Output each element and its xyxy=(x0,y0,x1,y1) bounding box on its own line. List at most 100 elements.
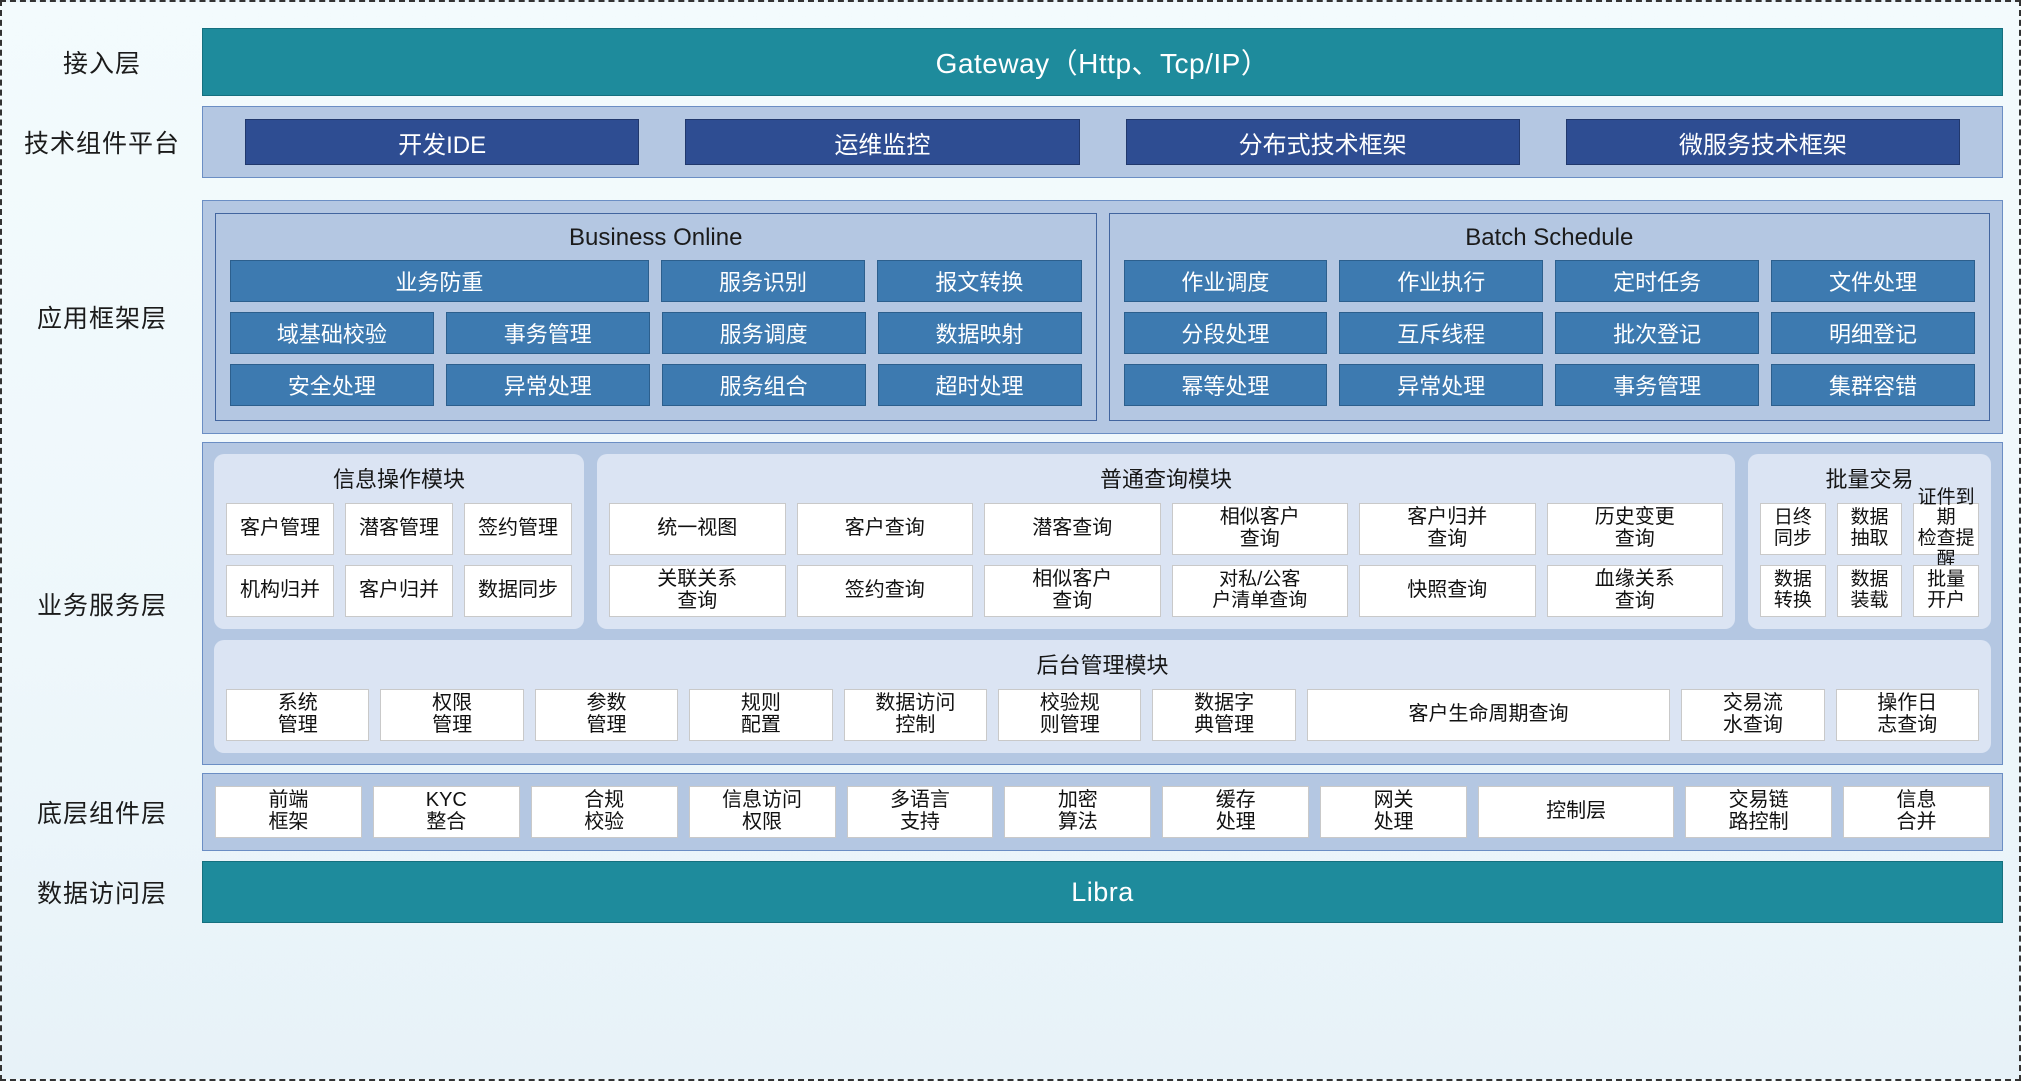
back-cell-data-access[interactable]: 数据访问控制 xyxy=(843,689,988,741)
bs-cell-fileproc[interactable]: 文件处理 xyxy=(1771,260,1975,302)
tech-box-ide[interactable]: 开发IDE xyxy=(245,119,640,165)
bo-cell-domaincheck[interactable]: 域基础校验 xyxy=(230,312,434,354)
bo-cell-svccompose[interactable]: 服务组合 xyxy=(661,364,866,406)
batch-cell-cert-expiry[interactable]: 证件到期检查提醒 xyxy=(1913,487,1980,569)
bo-cell-security[interactable]: 安全处理 xyxy=(230,364,434,406)
info-cell-cust-merge[interactable]: 客户归并 xyxy=(345,565,453,617)
bs-cell-mutex[interactable]: 互斥线程 xyxy=(1339,312,1544,354)
layer-app-framework: 应用框架层 Business Online 业务防重 服务识别 报文转换 域基础… xyxy=(2,200,2019,434)
bs-cell-jobsched[interactable]: 作业调度 xyxy=(1123,260,1328,302)
bo-cell-msgconv[interactable]: 报文转换 xyxy=(877,260,1082,302)
info-cell-cust-mgmt[interactable]: 客户管理 xyxy=(226,503,334,555)
tech-box-microsvc[interactable]: 微服务技术框架 xyxy=(1565,119,1960,165)
service-modules-row: 信息操作模块 客户管理 潜客管理 签约管理 机构归并 客户归并 数据同步 xyxy=(214,454,1991,629)
module-common-query: 普通查询模块 统一视图 客户查询 潜客查询 相似客户查询 客户归并查询 历史变更… xyxy=(597,454,1735,629)
bo-cell-timeout[interactable]: 超时处理 xyxy=(877,364,1082,406)
back-cell-rule-config[interactable]: 规则配置 xyxy=(689,689,833,741)
back-cell-txn-flow[interactable]: 交易流水查询 xyxy=(1681,689,1825,741)
layer-label-component: 底层组件层 xyxy=(36,800,167,828)
bo-cell-svcid[interactable]: 服务识别 xyxy=(660,260,866,302)
back-cell-system-mgmt[interactable]: 系统管理 xyxy=(226,689,370,741)
query-cell-cust-query[interactable]: 客户查询 xyxy=(796,503,973,555)
back-cell-lifecycle[interactable]: 客户生命周期查询 xyxy=(1306,689,1671,741)
bs-cell-segproc[interactable]: 分段处理 xyxy=(1123,312,1328,354)
business-service-band: 信息操作模块 客户管理 潜客管理 签约管理 机构归并 客户归并 数据同步 xyxy=(202,442,2003,765)
group-title-business-online: Business Online xyxy=(569,224,743,251)
layer-label-appframe: 应用框架层 xyxy=(36,305,167,333)
query-cell-similar-cust-2[interactable]: 相似客户查询 xyxy=(984,565,1161,617)
bo-row-1: 业务防重 服务识别 报文转换 xyxy=(230,260,1082,302)
back-cell-oplog[interactable]: 操作日志查询 xyxy=(1835,689,1979,741)
comp-cell-txn-chain[interactable]: 交易链路控制 xyxy=(1685,786,1833,838)
layer-access: 接入层 Gateway（Http、Tcp/IP） xyxy=(2,28,2019,96)
info-cell-contract-mgmt[interactable]: 签约管理 xyxy=(464,503,572,555)
comp-cell-info-perm[interactable]: 信息访问权限 xyxy=(688,786,836,838)
comp-cell-crypto[interactable]: 加密算法 xyxy=(1004,786,1152,838)
query-cell-relation[interactable]: 关联关系查询 xyxy=(609,565,786,617)
bs-cell-detailreg[interactable]: 明细登记 xyxy=(1771,312,1975,354)
module-batch-transaction: 批量交易 日终同步 数据抽取 证件到期检查提醒 数据转换 数据装载 批量开户 xyxy=(1748,454,1991,629)
back-cell-validation[interactable]: 校验规则管理 xyxy=(998,689,1142,741)
batch-cell-data-load[interactable]: 数据装载 xyxy=(1836,565,1903,617)
query-cell-retail-corp-list[interactable]: 对私/公客户清单查询 xyxy=(1171,565,1348,617)
app-framework-band: Business Online 业务防重 服务识别 报文转换 域基础校验 事务管… xyxy=(202,200,2003,434)
bs-cell-idempotent[interactable]: 幂等处理 xyxy=(1123,364,1328,406)
bo-cell-antidup[interactable]: 业务防重 xyxy=(230,260,649,302)
bo-cell-svcsched[interactable]: 服务调度 xyxy=(661,312,866,354)
batch-cell-data-transform[interactable]: 数据转换 xyxy=(1760,565,1826,617)
group-batch-schedule: Batch Schedule 作业调度 作业执行 定时任务 文件处理 分段处理 … xyxy=(1108,213,1990,421)
bs-cell-jobexec[interactable]: 作业执行 xyxy=(1339,260,1544,302)
info-row-1: 客户管理 潜客管理 签约管理 xyxy=(226,503,572,555)
group-title-batch-schedule: Batch Schedule xyxy=(1465,224,1634,251)
batch-cell-bulk-open[interactable]: 批量开户 xyxy=(1913,565,1980,617)
bs-cell-txnmgmt[interactable]: 事务管理 xyxy=(1555,364,1760,406)
batch-row-1: 日终同步 数据抽取 证件到期检查提醒 xyxy=(1760,487,1980,569)
info-row-2: 机构归并 客户归并 数据同步 xyxy=(226,565,572,617)
query-cell-contract-query[interactable]: 签约查询 xyxy=(796,565,973,617)
query-row-1: 统一视图 客户查询 潜客查询 相似客户查询 客户归并查询 历史变更查询 xyxy=(609,503,1723,555)
info-cell-org-merge[interactable]: 机构归并 xyxy=(226,565,334,617)
bs-cell-faulttol[interactable]: 集群容错 xyxy=(1771,364,1975,406)
bs-cell-batchreg[interactable]: 批次登记 xyxy=(1555,312,1760,354)
batch-cell-data-extract[interactable]: 数据抽取 xyxy=(1836,503,1903,555)
comp-cell-frontend[interactable]: 前端框架 xyxy=(215,786,362,838)
query-cell-similar-cust[interactable]: 相似客户查询 xyxy=(1171,503,1348,555)
bo-cell-datamap[interactable]: 数据映射 xyxy=(877,312,1082,354)
bs-cell-exception[interactable]: 异常处理 xyxy=(1339,364,1544,406)
module-title-info-operation: 信息操作模块 xyxy=(332,467,465,492)
query-cell-snapshot[interactable]: 快照查询 xyxy=(1359,565,1536,617)
bs-row-3: 幂等处理 异常处理 事务管理 集群容错 xyxy=(1123,364,1975,406)
info-cell-prospect-mgmt[interactable]: 潜客管理 xyxy=(345,503,453,555)
comp-cell-cache[interactable]: 缓存处理 xyxy=(1162,786,1310,838)
info-cell-data-sync[interactable]: 数据同步 xyxy=(464,565,572,617)
bo-row-2: 域基础校验 事务管理 服务调度 数据映射 xyxy=(230,312,1082,354)
tech-box-ops[interactable]: 运维监控 xyxy=(685,119,1080,165)
layer-label-data: 数据访问层 xyxy=(36,880,167,908)
back-cell-perm-mgmt[interactable]: 权限管理 xyxy=(380,689,524,741)
query-cell-unified-view[interactable]: 统一视图 xyxy=(609,503,786,555)
back-cell-param-mgmt[interactable]: 参数管理 xyxy=(534,689,679,741)
comp-cell-control-layer[interactable]: 控制层 xyxy=(1478,786,1675,838)
query-cell-prospect-query[interactable]: 潜客查询 xyxy=(984,503,1161,555)
batch-cell-eod-sync[interactable]: 日终同步 xyxy=(1760,503,1826,555)
bo-cell-exception[interactable]: 异常处理 xyxy=(445,364,650,406)
query-cell-lineage[interactable]: 血缘关系查询 xyxy=(1546,565,1723,617)
layer-label-access: 接入层 xyxy=(62,50,141,78)
query-cell-cust-merge[interactable]: 客户归并查询 xyxy=(1359,503,1536,555)
layer-data-access: 数据访问层 Libra xyxy=(2,861,2019,923)
comp-cell-multilang[interactable]: 多语言支持 xyxy=(846,786,994,838)
comp-cell-compliance[interactable]: 合规校验 xyxy=(530,786,678,838)
layer-label-service: 业务服务层 xyxy=(36,591,167,620)
group-business-online: Business Online 业务防重 服务识别 报文转换 域基础校验 事务管… xyxy=(215,213,1097,421)
bs-cell-timedtask[interactable]: 定时任务 xyxy=(1555,260,1760,302)
tech-box-dist[interactable]: 分布式技术框架 xyxy=(1125,119,1520,165)
query-cell-history-change[interactable]: 历史变更查询 xyxy=(1546,503,1723,555)
comp-cell-gateway[interactable]: 网关处理 xyxy=(1320,786,1467,838)
comp-cell-info-merge[interactable]: 信息合并 xyxy=(1843,786,1990,838)
bo-cell-txnmgmt[interactable]: 事务管理 xyxy=(445,312,650,354)
back-cell-dictionary[interactable]: 数据字典管理 xyxy=(1152,689,1296,741)
gateway-bar: Gateway（Http、Tcp/IP） xyxy=(202,28,2003,96)
module-title-batch-transaction: 批量交易 xyxy=(1825,467,1914,492)
